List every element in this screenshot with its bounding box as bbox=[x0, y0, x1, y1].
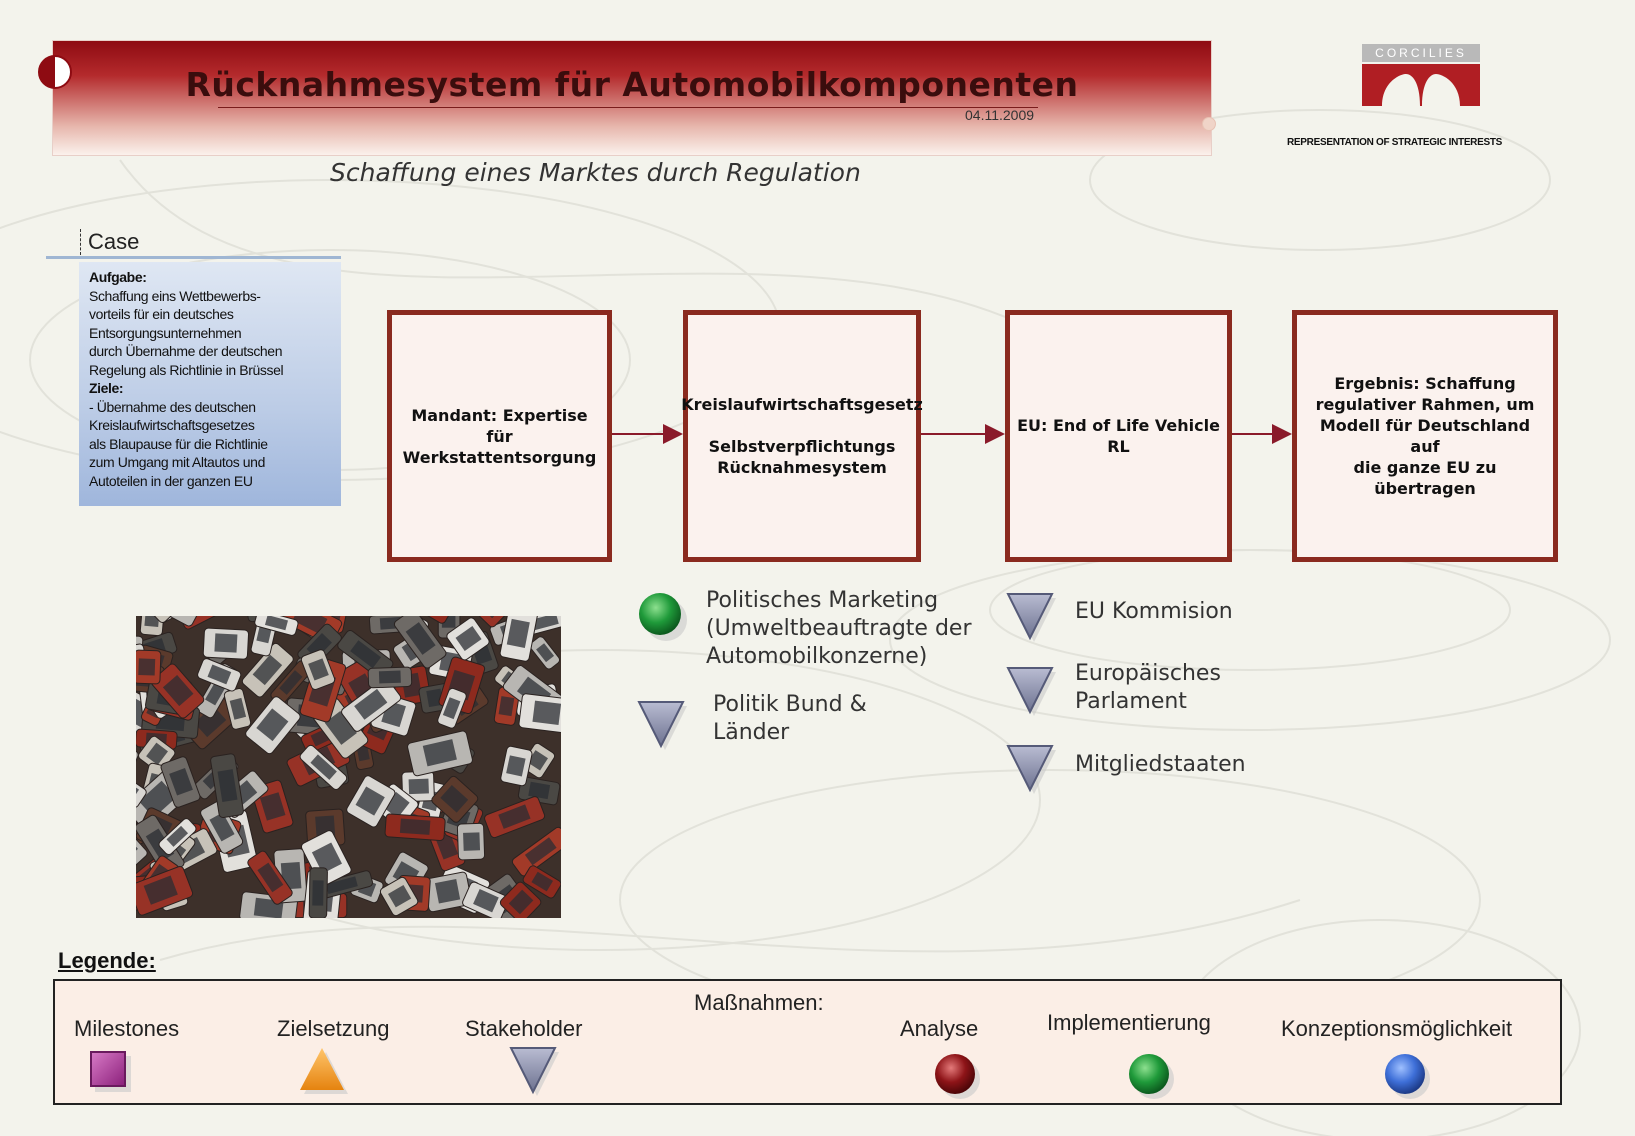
actor-politisches-marketing: Politisches Marketing (Umweltbeauftragte… bbox=[706, 588, 972, 669]
process-step-text: Werkstattentsorgung bbox=[402, 447, 597, 467]
process-step-ergebnis: Ergebnis: Schaffung regulativer Rahmen, … bbox=[1292, 310, 1558, 562]
process-step-text: Selbstverpflichtungs bbox=[708, 437, 896, 456]
title-underline bbox=[218, 107, 1038, 108]
actor-europaeisches-parlament: Europäisches Parlament bbox=[1075, 661, 1221, 714]
case-panel: Aufgabe: Schaffung eins Wettbewerbs- vor… bbox=[79, 262, 341, 506]
process-step-text: Kreislaufwirtschaftsgesetz bbox=[681, 395, 923, 414]
process-step-mandant: Mandant: Expertise für Werkstattentsorgu… bbox=[387, 310, 612, 562]
header-date: 04.11.2009 bbox=[965, 107, 1035, 123]
logo-tagline: REPRESENTATION OF STRATEGIC INTERESTS bbox=[1287, 137, 1503, 148]
stakeholder-triangle-icon bbox=[637, 701, 687, 750]
legend-label-milestones: Milestones bbox=[74, 1016, 180, 1041]
legend-label-konzeptionsmoeglichkeit: Konzeptionsmöglichkeit bbox=[1281, 1016, 1513, 1041]
process-step-text: Ergebnis: Schaffung bbox=[1334, 374, 1516, 393]
logo-wordmark: CORCILIES bbox=[1362, 44, 1480, 62]
legend-label-zielsetzung: Zielsetzung bbox=[277, 1016, 390, 1041]
process-step-kreislaufwirtschaftsgesetz: Kreislaufwirtschaftsgesetz Selbstverpfli… bbox=[681, 310, 923, 562]
page-subtitle: Schaffung eines Marktes durch Regulation bbox=[330, 158, 861, 187]
legend-label-implementierung: Implementierung bbox=[1047, 1010, 1211, 1035]
case-divider bbox=[46, 256, 341, 259]
banner-right-dot-icon bbox=[1202, 117, 1216, 131]
stakeholder-triangle-icon bbox=[1006, 745, 1056, 794]
process-step-text: EU: End of Life Vehicle RL bbox=[1017, 416, 1220, 456]
stakeholder-triangle-icon bbox=[1006, 593, 1056, 642]
page-title: Rücknahmesystem für Automobilkomponenten bbox=[185, 65, 1079, 104]
process-step-text: Rücknahmesystem bbox=[717, 458, 887, 477]
process-step-text: Mandant: Expertise für bbox=[411, 405, 588, 446]
process-step-text: regulativer Rahmen, um bbox=[1315, 395, 1535, 414]
stakeholder-triangle-icon bbox=[1006, 667, 1056, 716]
actor-politik-bund-laender: Politik Bund & Länder bbox=[713, 692, 867, 745]
analysis-circle-icon bbox=[935, 1054, 980, 1099]
target-triangle-icon bbox=[300, 1048, 348, 1094]
legend-label-stakeholder: Stakeholder bbox=[465, 1016, 583, 1041]
legend-measures-label: Maßnahmen: bbox=[694, 990, 824, 1015]
case-task-text: Schaffung eins Wettbewerbs- vorteils für… bbox=[89, 287, 284, 378]
case-goals-text: - Übernahme des deutschen Kreislaufwirts… bbox=[89, 398, 268, 489]
banner-left-dot-icon bbox=[38, 55, 72, 89]
actor-eu-kommision: EU Kommision bbox=[1075, 599, 1233, 624]
case-title: Case bbox=[88, 229, 140, 254]
milestone-square-icon bbox=[90, 1051, 131, 1092]
case-task-label: Aufgabe: bbox=[89, 269, 147, 285]
legend-title: Legende: bbox=[58, 948, 156, 973]
concept-circle-icon bbox=[1385, 1054, 1430, 1099]
process-step-eu-elv: EU: End of Life Vehicle RL bbox=[1005, 310, 1232, 562]
logo-arches-icon bbox=[1362, 64, 1480, 106]
scrap-cars-photo bbox=[136, 616, 561, 918]
actor-mitgliedstaaten: Mitgliedstaaten bbox=[1075, 752, 1246, 777]
case-goals-label: Ziele: bbox=[89, 380, 124, 396]
green-circle-icon bbox=[639, 593, 687, 641]
process-step-text: die ganze EU zu übertragen bbox=[1353, 458, 1497, 498]
legend-label-analyse: Analyse bbox=[900, 1016, 979, 1041]
header-banner bbox=[52, 40, 1212, 156]
stakeholder-triangle-icon bbox=[509, 1047, 559, 1096]
process-step-text: Modell für Deutschland auf bbox=[1319, 416, 1531, 456]
implementation-circle-icon bbox=[1129, 1054, 1174, 1099]
process-arrows bbox=[612, 424, 1292, 444]
case-marker bbox=[80, 229, 81, 255]
